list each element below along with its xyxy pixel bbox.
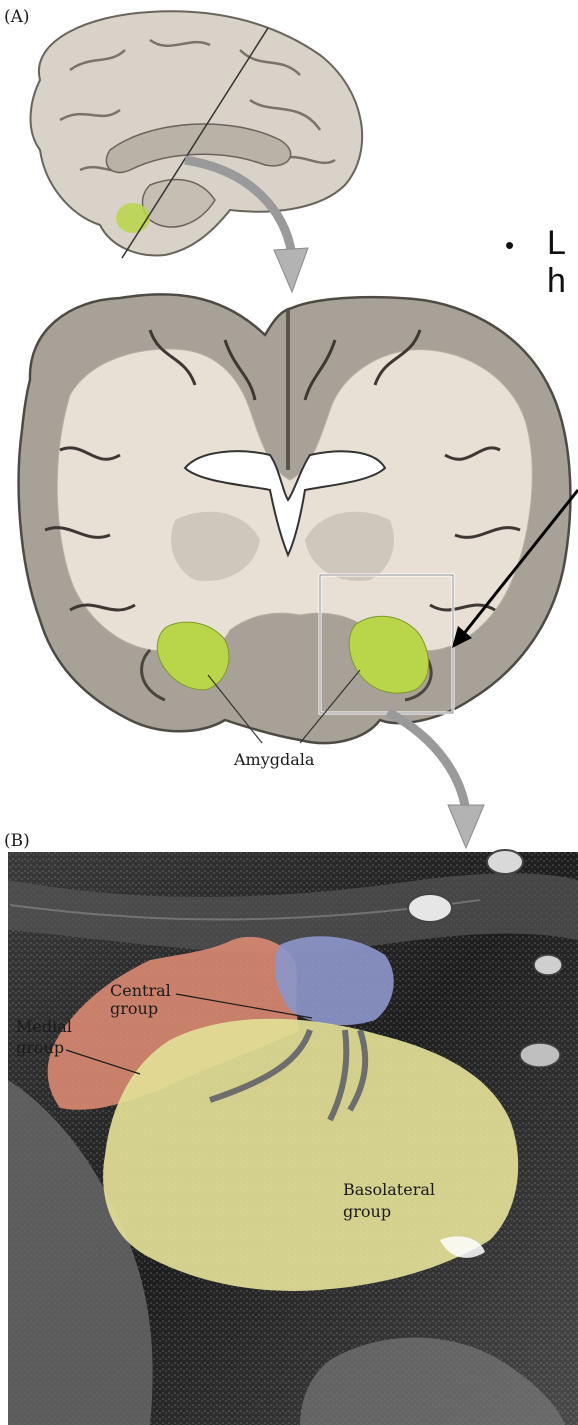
amygdala-label: Amygdala bbox=[233, 750, 315, 769]
central-label-line-2: group bbox=[110, 999, 158, 1018]
basolateral-label-line-1: Basolateral bbox=[343, 1180, 435, 1199]
curved-arrow-b bbox=[388, 712, 484, 848]
central-label-line-1: Central bbox=[110, 981, 171, 1000]
amygdala-medial-highlight bbox=[116, 203, 150, 233]
panel-b-letter: (B) bbox=[4, 831, 30, 851]
medial-brain-view bbox=[31, 11, 363, 258]
basolateral-label-line-2: group bbox=[343, 1202, 391, 1221]
slide-bullet: • bbox=[505, 230, 514, 260]
slide-bullet-text: • L h bbox=[505, 224, 566, 300]
slide-text-line-2: h bbox=[547, 262, 566, 300]
coronal-brain-section bbox=[19, 294, 571, 743]
histology-panel bbox=[8, 850, 578, 1425]
panel-a-letter: (A) bbox=[4, 7, 30, 27]
medial-label-line-1: Medial bbox=[16, 1017, 72, 1036]
medial-label-line-2: group bbox=[16, 1038, 64, 1057]
slide-text-line-1: L bbox=[547, 224, 566, 262]
